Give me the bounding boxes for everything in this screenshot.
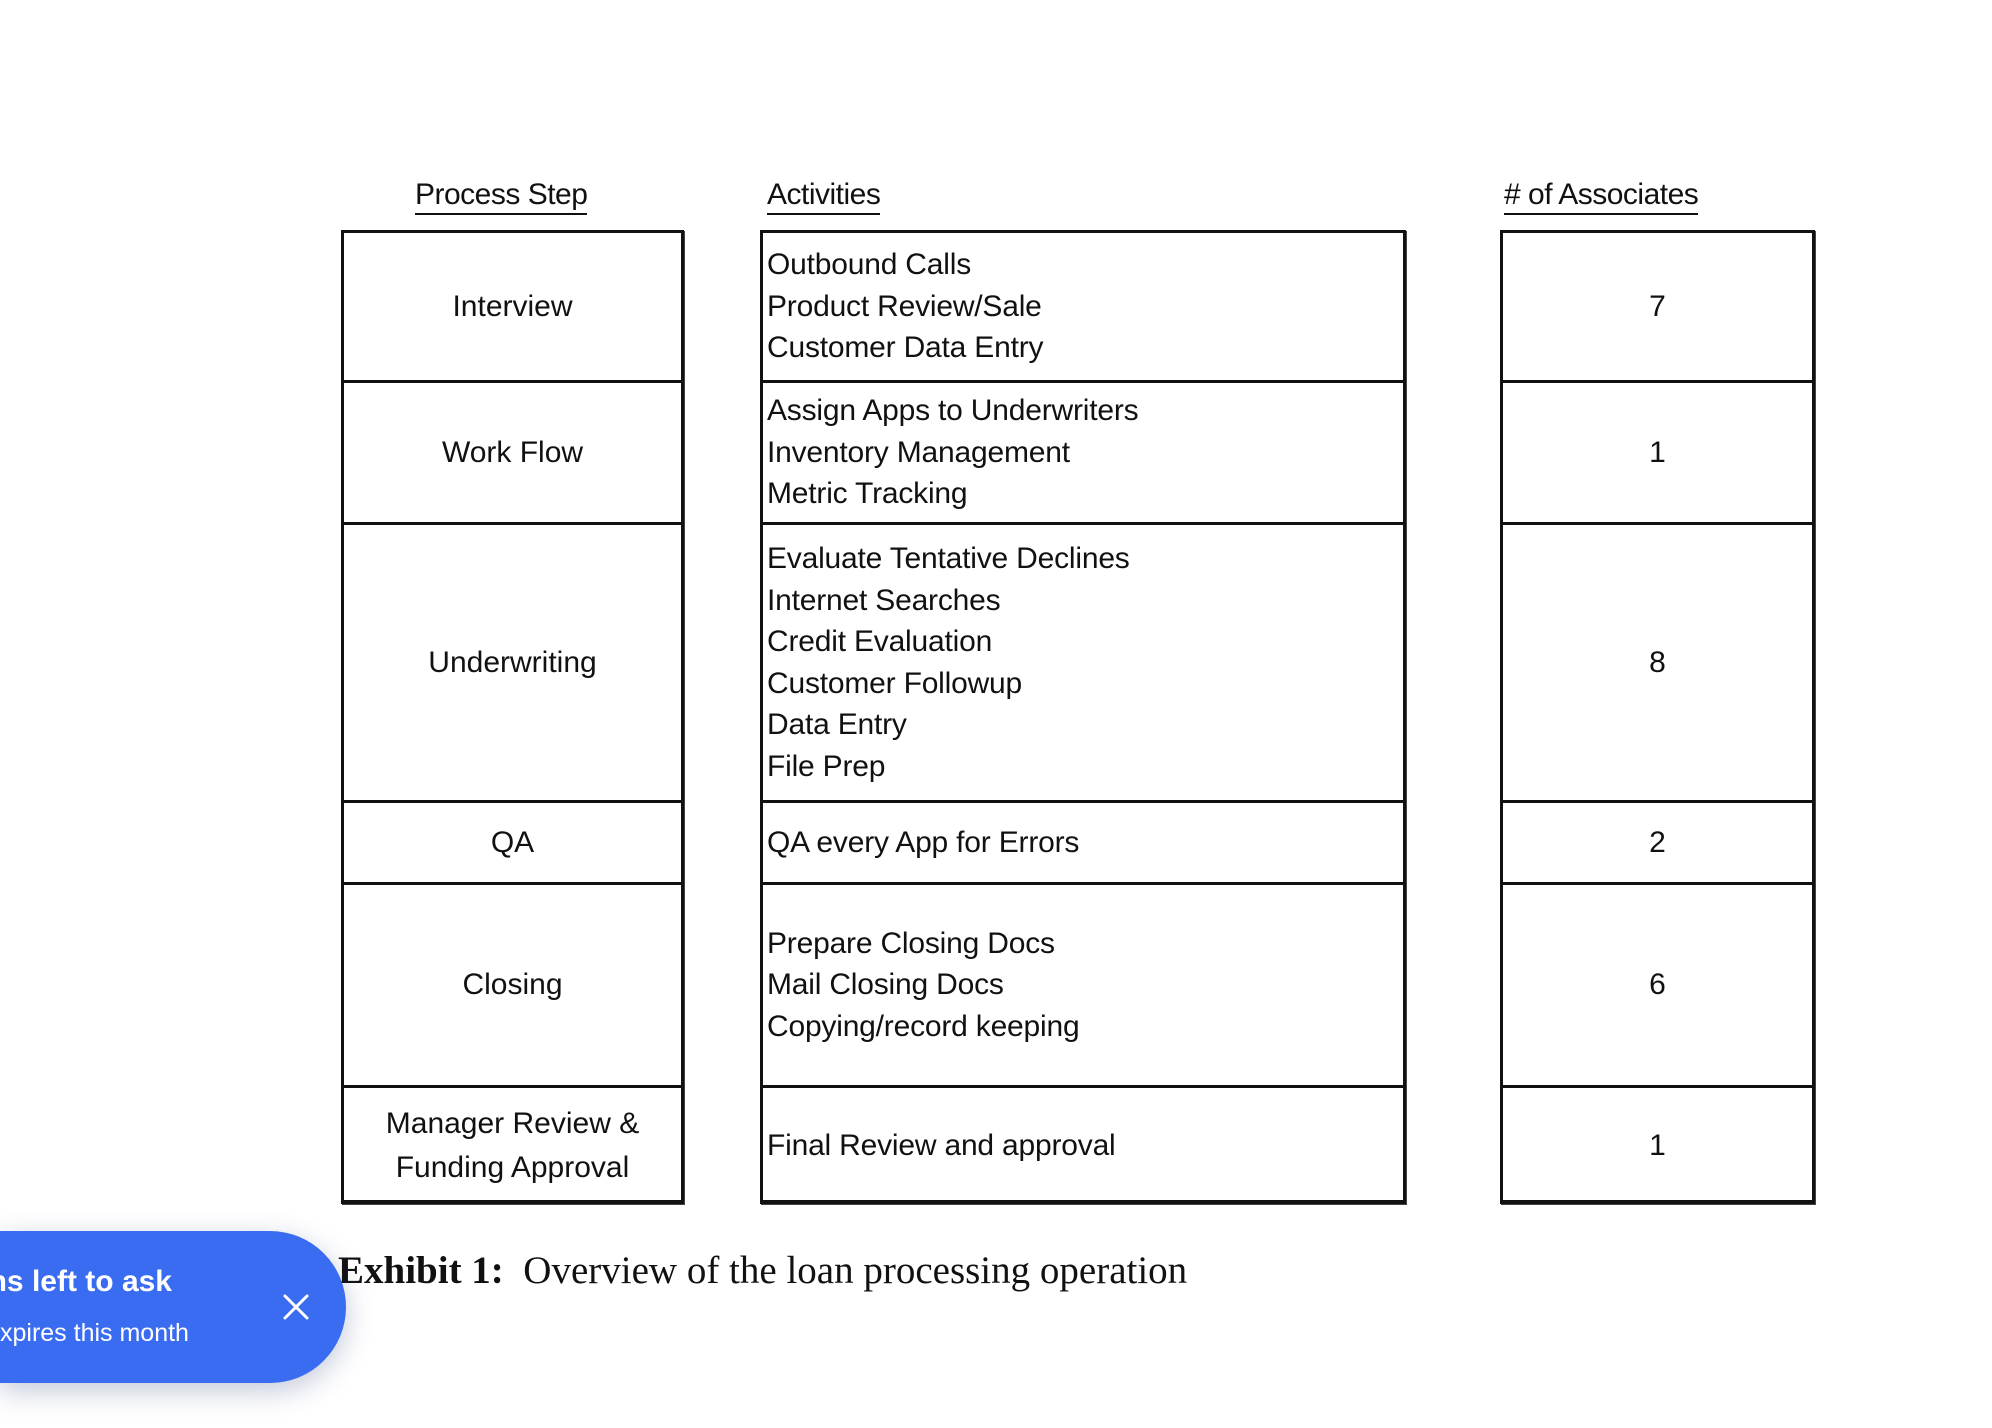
header-associates: # of Associates bbox=[1504, 178, 1699, 215]
activity-item: File Prep bbox=[767, 749, 886, 783]
activity-item: Internet Searches bbox=[767, 583, 1001, 617]
header-activities: Activities bbox=[767, 178, 881, 215]
associates-cell: 2 bbox=[1503, 803, 1812, 885]
exhibit-caption: Exhibit 1: Overview of the loan processi… bbox=[338, 1248, 1187, 1293]
activity-item: Assign Apps to Underwriters bbox=[767, 394, 1139, 428]
questions-left-toast[interactable]: ns left to ask xpires this month bbox=[0, 1231, 346, 1383]
process-step-label: QA bbox=[491, 821, 534, 865]
process-step-cell: Underwriting bbox=[344, 525, 681, 803]
close-icon[interactable] bbox=[280, 1291, 312, 1323]
activity-item: Data Entry bbox=[767, 708, 907, 741]
process-step-line: Interview bbox=[452, 289, 573, 323]
activity-item: Mail Closing Docs bbox=[767, 968, 1004, 1002]
associates-count: 6 bbox=[1649, 968, 1666, 1001]
activity-item: Prepare Closing Docs bbox=[767, 926, 1055, 960]
caption-text: Overview of the loan processing operatio… bbox=[523, 1249, 1188, 1292]
process-step-cell: Work Flow bbox=[344, 383, 681, 525]
process-step-label: Interview bbox=[452, 285, 572, 329]
activity-item: Metric Tracking bbox=[767, 477, 968, 511]
activity-item: Outbound Calls bbox=[767, 248, 971, 282]
activity-item: Final Review and approval bbox=[767, 1128, 1116, 1162]
process-step-cell: Closing bbox=[344, 885, 681, 1088]
process-step-label: Closing bbox=[462, 963, 562, 1007]
associates-count: 1 bbox=[1649, 1128, 1666, 1162]
activity-item: Customer Data Entry bbox=[767, 331, 1044, 365]
process-step-label: Manager Review & Funding Approval bbox=[386, 1102, 639, 1190]
associates-count: 8 bbox=[1649, 645, 1666, 679]
process-step-label: Work Flow bbox=[442, 431, 583, 475]
activity-item: Product Review/Sale bbox=[767, 289, 1042, 323]
caption-label: Exhibit 1: bbox=[338, 1249, 504, 1292]
toast-subtitle: xpires this month bbox=[0, 1319, 189, 1347]
process-step-cell: Manager Review & Funding Approval bbox=[344, 1088, 681, 1203]
header-process-step: Process Step bbox=[415, 178, 588, 215]
activity-item: Customer Followup bbox=[767, 666, 1023, 700]
activities-cell: QA every App for Errors bbox=[763, 803, 1403, 885]
toast-title: ns left to ask bbox=[0, 1265, 172, 1298]
activity-item: Credit Evaluation bbox=[767, 625, 993, 658]
associates-count: 7 bbox=[1649, 289, 1666, 323]
activities-cell: Final Review and approval bbox=[763, 1088, 1403, 1203]
process-step-line: Work Flow bbox=[441, 435, 584, 469]
activity-item: Inventory Management bbox=[767, 435, 1070, 469]
activities-list: Final Review and approval bbox=[767, 1125, 1116, 1167]
process-step-cell: Interview bbox=[344, 233, 681, 383]
associates-cell: 1 bbox=[1503, 383, 1812, 525]
process-step-line: QA bbox=[490, 825, 535, 859]
associates-count: 2 bbox=[1649, 825, 1666, 859]
process-step-line: Funding Approval bbox=[395, 1150, 630, 1184]
process-step-line: Manager Review & bbox=[385, 1106, 640, 1140]
process-step-label: Underwriting bbox=[428, 641, 596, 685]
associates-cell: 8 bbox=[1503, 525, 1812, 803]
process-step-line: Closing bbox=[462, 968, 563, 1001]
associates-cell: 1 bbox=[1503, 1088, 1812, 1203]
associates-cell: 6 bbox=[1503, 885, 1812, 1088]
process-step-cell: QA bbox=[344, 803, 681, 885]
associates-column: 7 1 8 2 6 1 bbox=[1500, 230, 1815, 1204]
activity-item: Evaluate Tentative Declines bbox=[767, 542, 1130, 575]
activities-list: QA every App for Errors bbox=[767, 822, 1079, 864]
associates-count: 1 bbox=[1649, 435, 1666, 469]
process-step-line: Underwriting bbox=[428, 645, 597, 679]
activity-item: QA every App for Errors bbox=[767, 825, 1080, 859]
activity-item: Copying/record keeping bbox=[767, 1009, 1080, 1043]
associates-cell: 7 bbox=[1503, 233, 1812, 383]
